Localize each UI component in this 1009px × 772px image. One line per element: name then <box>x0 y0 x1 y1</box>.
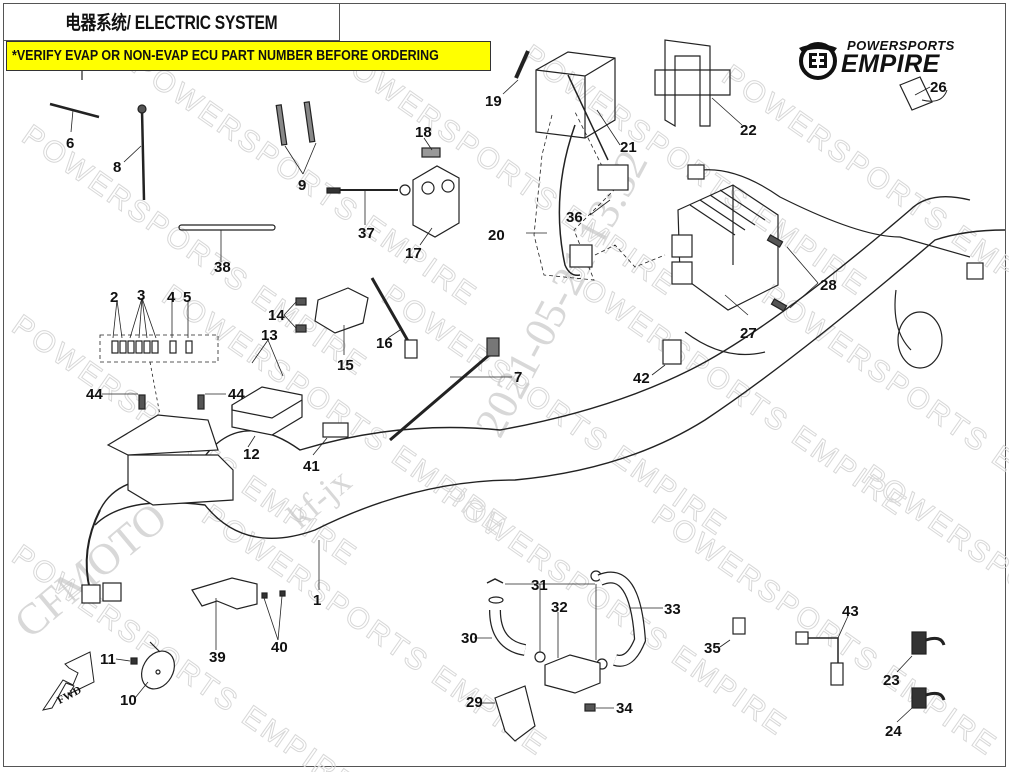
callout-44-right[interactable]: 44 <box>228 386 245 403</box>
connector-icon <box>102 582 122 602</box>
fuse-box-icon <box>127 454 234 506</box>
callout-3[interactable]: 3 <box>137 287 145 304</box>
callout-14[interactable]: 14 <box>268 307 285 324</box>
bolt-icon <box>770 298 788 312</box>
temp-sensor-icon <box>795 631 809 645</box>
callout-17[interactable]: 17 <box>405 245 422 262</box>
callout-22[interactable]: 22 <box>740 122 757 139</box>
callout-15[interactable]: 15 <box>337 357 354 374</box>
callout-21[interactable]: 21 <box>620 139 637 156</box>
callout-40[interactable]: 40 <box>271 639 288 656</box>
screw-icon <box>138 394 146 410</box>
logo-line1: POWERSPORTS <box>847 38 955 53</box>
notice-text: *VERIFY EVAP OR NON-EVAP ECU PART NUMBER… <box>12 48 439 64</box>
callout-7[interactable]: 7 <box>514 369 522 386</box>
callout-9[interactable]: 9 <box>298 177 306 194</box>
position-sensor-icon <box>911 687 927 709</box>
sensor-connector-icon <box>662 339 682 365</box>
callout-8[interactable]: 8 <box>113 159 121 176</box>
callout-23[interactable]: 23 <box>883 672 900 689</box>
callout-34[interactable]: 34 <box>616 700 633 717</box>
connector-cap-icon <box>897 311 943 369</box>
relay-icon <box>899 76 933 111</box>
hose-clamp-icon <box>486 578 504 584</box>
solenoid-valve-icon <box>544 654 601 694</box>
bolt-icon <box>766 234 784 248</box>
bolt-icon <box>130 657 138 665</box>
flasher-relay-icon <box>732 617 746 635</box>
cable-tie-icon <box>303 101 316 143</box>
speed-sensor-icon <box>911 631 927 655</box>
cable-tie-icon <box>275 104 288 146</box>
starter-relay-icon <box>412 165 460 238</box>
callout-30[interactable]: 30 <box>461 630 478 647</box>
battery-cable-icon <box>558 124 581 277</box>
ecu-icon <box>231 386 303 436</box>
connector-icon <box>81 584 101 604</box>
callout-31[interactable]: 31 <box>531 577 548 594</box>
fuse-set-icon <box>99 334 219 363</box>
callout-32[interactable]: 32 <box>551 599 568 616</box>
callout-12[interactable]: 12 <box>243 446 260 463</box>
callout-41[interactable]: 41 <box>303 458 320 475</box>
empire-logo-icon <box>799 42 837 80</box>
callout-28[interactable]: 28 <box>820 277 837 294</box>
callout-16[interactable]: 16 <box>376 335 393 352</box>
callout-37[interactable]: 37 <box>358 225 375 242</box>
bolt-icon <box>584 703 596 712</box>
callout-11[interactable]: 11 <box>100 651 116 668</box>
ignition-coil-icon <box>314 287 369 334</box>
callout-26[interactable]: 26 <box>930 79 947 96</box>
bolt-icon <box>279 590 286 597</box>
connector-icon <box>322 422 349 438</box>
callout-13[interactable]: 13 <box>261 327 278 344</box>
bolt-icon <box>261 592 268 599</box>
callout-6[interactable]: 6 <box>66 135 74 152</box>
cable-strap-icon <box>178 224 276 231</box>
callout-29[interactable]: 29 <box>466 694 483 711</box>
callout-4[interactable]: 4 <box>167 289 176 306</box>
callout-27[interactable]: 27 <box>740 325 757 342</box>
fuse-box-small-icon <box>597 164 629 191</box>
callout-35[interactable]: 35 <box>704 640 721 657</box>
callout-36[interactable]: 36 <box>566 209 583 226</box>
relay-fuse-icon <box>421 147 441 158</box>
battery-bracket-icon <box>664 39 711 128</box>
callout-19[interactable]: 19 <box>485 93 502 110</box>
horn-bracket-icon <box>191 577 258 610</box>
logo-line2: EMPIRE <box>841 50 940 78</box>
battery-icon <box>535 51 616 139</box>
screw-icon <box>197 394 205 410</box>
title-cell: 电器系统/ ELECTRIC SYSTEM <box>3 3 340 41</box>
callout-42[interactable]: 42 <box>633 370 650 387</box>
callout-38[interactable]: 38 <box>214 259 231 276</box>
hose-clamp-icon <box>534 651 546 663</box>
bolt-icon <box>295 324 307 333</box>
page-title: 电器系统/ ELECTRIC SYSTEM <box>64 13 278 34</box>
bolt-icon <box>295 297 307 306</box>
cable-tie-mount-icon <box>389 348 496 442</box>
callout-5[interactable]: 5 <box>183 289 191 306</box>
callout-20[interactable]: 20 <box>488 227 505 244</box>
ground-wire-icon <box>326 187 341 194</box>
valve-bracket-icon <box>494 685 536 742</box>
callout-39[interactable]: 39 <box>209 649 226 666</box>
notice-banner: *VERIFY EVAP OR NON-EVAP ECU PART NUMBER… <box>6 41 491 71</box>
callout-labels: 6 8 9 38 37 18 17 19 21 36 20 22 26 28 2… <box>55 79 946 740</box>
cable-tie-short-icon <box>49 102 100 119</box>
callout-10[interactable]: 10 <box>120 692 137 709</box>
parts-drawing <box>41 39 1006 742</box>
callout-24[interactable]: 24 <box>885 723 902 740</box>
callout-43[interactable]: 43 <box>842 603 859 620</box>
forward-arrow-icon <box>41 651 95 711</box>
cable-tie-long-icon <box>140 109 146 201</box>
callout-44-left[interactable]: 44 <box>86 386 103 403</box>
callout-2[interactable]: 2 <box>110 289 118 306</box>
spark-plug-cap-icon <box>370 277 414 349</box>
callout-33[interactable]: 33 <box>664 601 681 618</box>
callout-1[interactable]: 1 <box>313 592 321 609</box>
brand-logo: POWERSPORTS EMPIRE <box>797 38 977 80</box>
callout-18[interactable]: 18 <box>415 124 432 141</box>
